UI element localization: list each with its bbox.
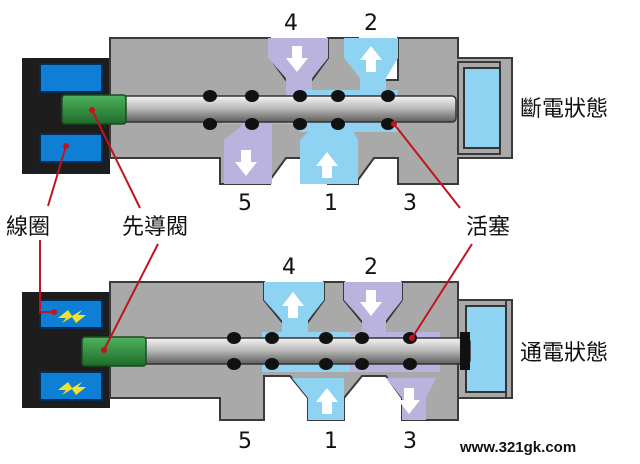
valve-off: 4 2 5 1 3 斷電狀態 — [22, 11, 608, 216]
port-4-channel — [268, 38, 328, 112]
coil-winding — [39, 299, 103, 329]
callout-label-piston: 活塞 — [466, 215, 510, 240]
port-label: 2 — [364, 11, 378, 36]
pilot-plunger — [81, 336, 147, 367]
port-label: 4 — [282, 255, 296, 280]
energized-arrow-icon — [58, 382, 86, 395]
port-label: 1 — [324, 191, 338, 216]
port-label: 5 — [238, 429, 252, 454]
port-label: 1 — [324, 429, 338, 454]
port-1-channel — [292, 378, 344, 420]
port-label: 2 — [364, 255, 378, 280]
flow-arrow-port-3 — [398, 388, 420, 414]
coil-winding — [39, 63, 103, 93]
flow-arrow-port-2 — [360, 290, 382, 316]
end-chamber — [465, 305, 507, 393]
callout-label-pilot: 先導閥 — [122, 215, 188, 240]
coil-winding — [39, 133, 103, 163]
callout-line-coil — [47, 145, 67, 207]
state-label-on: 通電狀態 — [520, 341, 608, 366]
port-label: 5 — [238, 191, 252, 216]
callout-line-coil — [39, 240, 52, 313]
callout-label-coil: 線圈 — [6, 215, 50, 240]
flow-arrow-port-1 — [316, 152, 338, 178]
end-chamber — [463, 67, 501, 149]
state-label-off: 斷電狀態 — [520, 97, 608, 122]
port-1-channel — [300, 122, 358, 184]
port-label: 3 — [403, 429, 417, 454]
valve-on: 4 2 5 1 3 通電狀態 — [22, 255, 608, 454]
coil-winding — [39, 371, 103, 401]
callout-line-piston — [393, 123, 461, 209]
port-label: 3 — [403, 191, 417, 216]
port-label: 4 — [284, 11, 298, 36]
callouts: 線圈 先導閥 活塞 — [6, 107, 510, 353]
watermark: www.321gk.com — [459, 439, 576, 456]
flow-arrow-port-4 — [286, 46, 308, 72]
callout-line-piston — [411, 243, 473, 339]
seal-rings — [203, 90, 395, 130]
port-2-channel — [344, 282, 402, 350]
flow-arrow-port-2 — [360, 46, 382, 72]
seal-rings — [227, 332, 470, 370]
flow-arrow-port-5 — [235, 150, 257, 176]
energized-arrow-icon — [58, 310, 86, 323]
flow-arrow-port-1 — [316, 388, 338, 414]
callout-line-pilot — [103, 243, 159, 351]
callout-line-pilot — [91, 109, 141, 209]
flow-arrow-port-4 — [282, 292, 304, 318]
